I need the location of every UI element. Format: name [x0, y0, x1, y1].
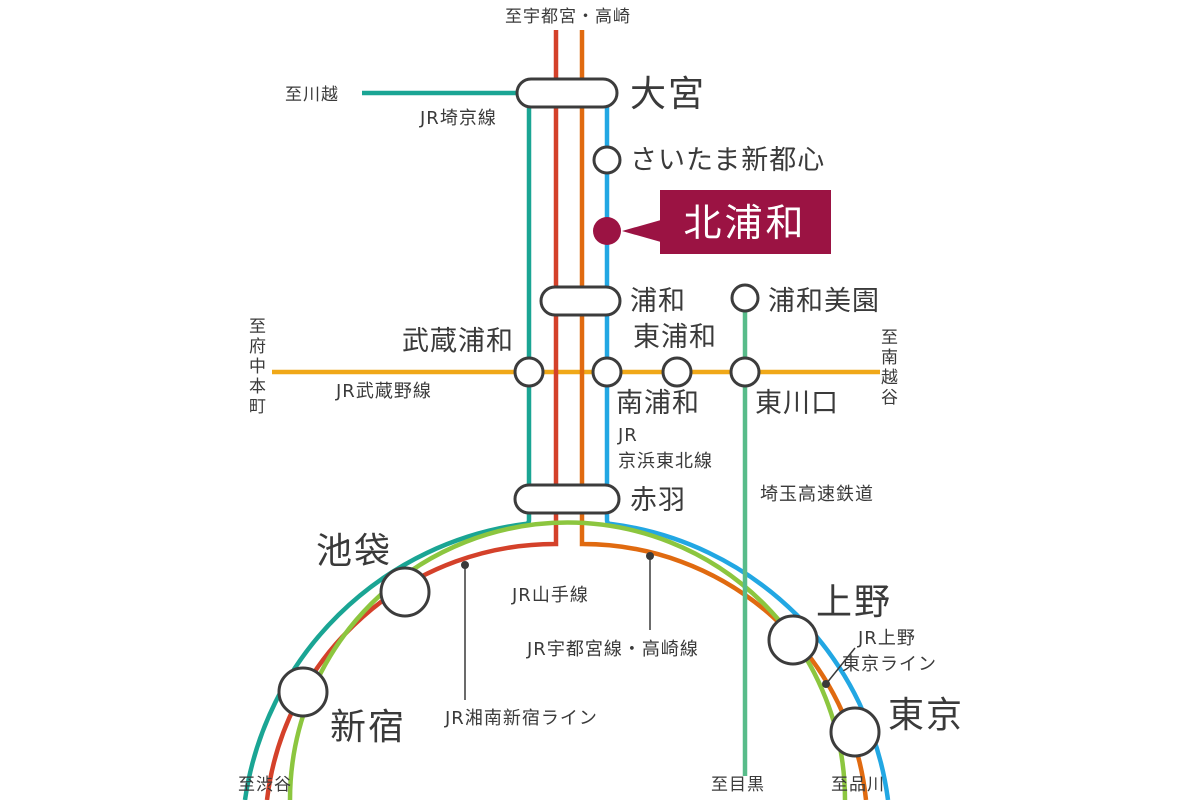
urawa-misono-label: 浦和美園 — [768, 286, 880, 317]
urawa-station-node[interactable] — [539, 285, 622, 317]
omiya-station-node[interactable] — [515, 77, 619, 109]
saitama-shintoshin-label: さいたま新都心 — [630, 145, 825, 176]
higashi-kawaguchi-label: 東川口 — [755, 388, 839, 419]
musashi-urawa-station-node[interactable] — [513, 356, 545, 388]
shonan-line-label: JR湘南新宿ライン — [444, 708, 598, 729]
higashi-kawaguchi-station-node[interactable] — [729, 356, 761, 388]
ikebukuro-label: 池袋 — [316, 531, 392, 572]
utsunomiya-leader-dot — [646, 552, 654, 560]
saikyo-line-label: JR埼京線 — [419, 108, 497, 129]
highlight-callout-box — [660, 190, 831, 254]
shinjuku-station-node[interactable] — [277, 666, 329, 718]
saitama-railway-label: 埼玉高速鉄道 — [760, 484, 874, 505]
ueno-tokyo-line-label-2: 東京ライン — [842, 654, 937, 675]
tokyo-station-node[interactable] — [829, 706, 881, 758]
ueno-tokyo-leader — [825, 647, 856, 685]
shonan-leader-dot — [461, 561, 469, 569]
urawa-misono-station-node[interactable] — [730, 283, 760, 313]
direction-shibuya: 至渋谷 — [238, 775, 292, 795]
akabane-label: 赤羽 — [630, 485, 686, 516]
ueno-tokyo-leader-dot — [822, 680, 830, 688]
svg-text:本: 本 — [249, 377, 267, 397]
akabane-station-node[interactable] — [513, 483, 621, 515]
ikebukuro-station-node[interactable] — [379, 566, 431, 618]
keihin-line-label-2: 京浜東北線 — [618, 451, 713, 472]
ueno-station-node[interactable] — [767, 614, 819, 666]
svg-text:至: 至 — [249, 317, 267, 337]
direction-minami-koshigaya-vertical: 至 南 越 谷 — [881, 328, 899, 408]
highlight-callout-pointer — [622, 218, 668, 244]
higashi-urawa-label: 東浦和 — [633, 322, 717, 353]
musashi-urawa-label: 武蔵浦和 — [402, 326, 514, 357]
direction-kawagoe: 至川越 — [285, 85, 339, 105]
direction-meguro: 至目黒 — [711, 775, 765, 795]
yamanote-line — [287, 520, 848, 800]
svg-text:越: 越 — [881, 368, 899, 388]
minami-urawa-station-node[interactable] — [591, 356, 623, 388]
direction-shinagawa: 至品川 — [831, 775, 885, 795]
svg-text:至: 至 — [881, 328, 899, 348]
urawa-label: 浦和 — [630, 286, 686, 317]
tokyo-label: 東京 — [888, 695, 964, 736]
shinjuku-label: 新宿 — [330, 707, 406, 748]
minami-urawa-label: 南浦和 — [616, 388, 700, 419]
shonan-shinjuku-line — [264, 30, 559, 800]
svg-text:中: 中 — [249, 357, 267, 377]
svg-text:府: 府 — [249, 337, 267, 357]
saitama-shintoshin-station-node[interactable] — [592, 145, 622, 175]
direction-north: 至宇都宮・高崎 — [505, 7, 631, 27]
musashino-line-label: JR武蔵野線 — [335, 381, 432, 402]
ueno-tokyo-line-label-1: JR上野 — [857, 628, 916, 649]
highlight-station-name: 北浦和 — [683, 201, 806, 245]
utsunomiya-line-label: JR宇都宮線・高崎線 — [526, 639, 699, 660]
kita-urawa-station-marker[interactable] — [593, 217, 621, 245]
svg-text:町: 町 — [249, 397, 267, 417]
keihin-line-label-1: JR — [617, 425, 638, 446]
higashi-urawa-station-node[interactable] — [661, 356, 693, 388]
svg-text:谷: 谷 — [881, 388, 899, 408]
svg-text:南: 南 — [881, 348, 899, 368]
yamanote-line-label: JR山手線 — [511, 585, 589, 606]
omiya-label: 大宮 — [630, 74, 706, 115]
direction-fuchu-vertical: 至 府 中 本 町 — [249, 317, 267, 417]
ueno-label: 上野 — [816, 582, 892, 623]
